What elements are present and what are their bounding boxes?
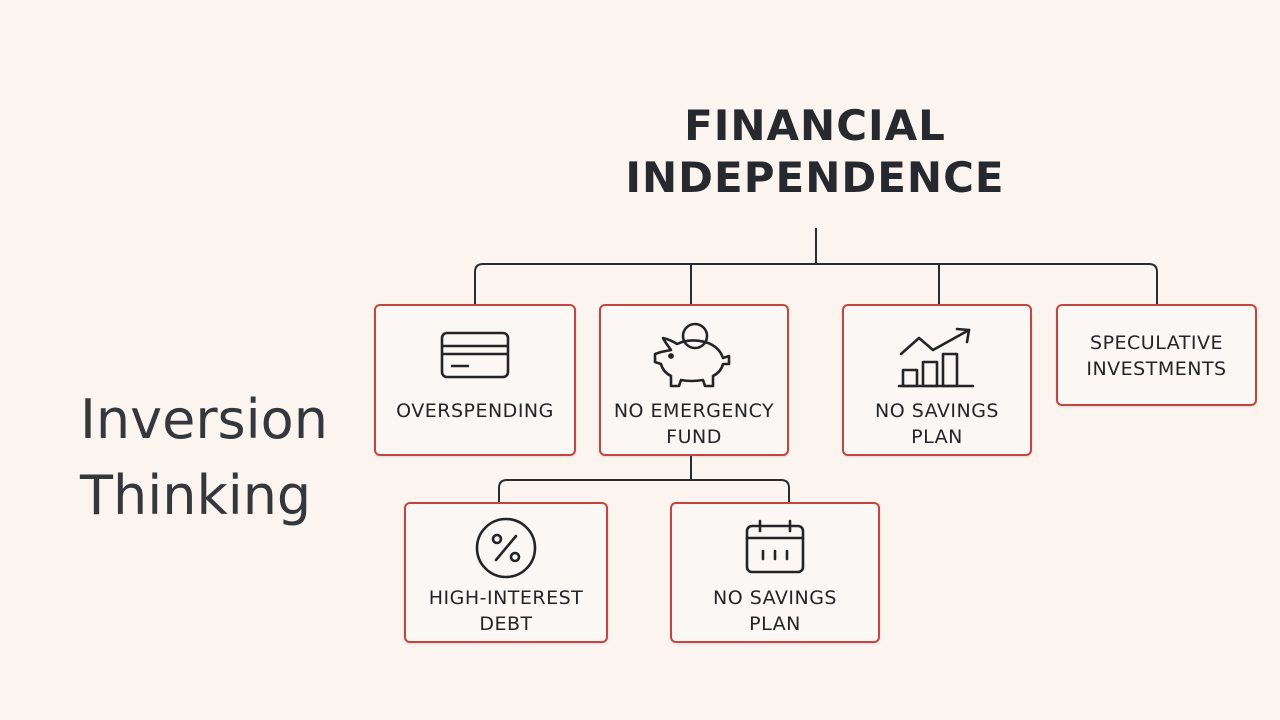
node-no-savings-plan-bottom: NO SAVINGS PLAN — [670, 502, 880, 643]
side-title-line1: Inversion — [80, 388, 328, 451]
node-speculative-investments: SPECULATIVE INVESTMENTS — [1056, 304, 1257, 406]
root-node-title: FINANCIAL INDEPENDENCE — [560, 100, 1070, 204]
growth-chart-icon — [897, 327, 975, 388]
top-branch-line — [474, 263, 1158, 304]
node-no-emergency-fund-label: NO EMERGENCY FUND — [601, 398, 787, 450]
label-line1: OVERSPENDING — [396, 400, 554, 422]
node-speculative-investments-label: SPECULATIVE INVESTMENTS — [1058, 330, 1255, 382]
node-no-emergency-fund: NO EMERGENCY FUND — [599, 304, 789, 456]
credit-card-icon — [440, 331, 510, 379]
label-line2: INVESTMENTS — [1086, 358, 1227, 380]
child-branch-line — [498, 479, 790, 502]
side-title: Inversion Thinking — [80, 382, 328, 534]
node-no-savings-plan-top-label: NO SAVINGS PLAN — [844, 398, 1030, 450]
root-title-line2: INDEPENDENCE — [625, 153, 1005, 202]
root-title-line1: FINANCIAL — [684, 101, 946, 150]
label-line1: HIGH-INTEREST — [428, 587, 584, 609]
label-line1: NO SAVINGS — [874, 400, 999, 422]
node-high-interest-debt-label: HIGH-INTEREST DEBT — [406, 585, 606, 637]
label-line2: PLAN — [911, 426, 963, 448]
node-overspending: OVERSPENDING — [374, 304, 576, 456]
node-overspending-label: OVERSPENDING — [376, 398, 574, 424]
piggy-bank-icon — [653, 322, 731, 388]
label-line1: SPECULATIVE — [1090, 332, 1223, 354]
calendar-icon — [745, 519, 805, 574]
label-line1: NO SAVINGS — [712, 587, 837, 609]
percent-icon — [475, 517, 537, 579]
label-line1: NO EMERGENCY — [613, 400, 775, 422]
label-line2: DEBT — [479, 613, 533, 635]
node-no-savings-plan-top: NO SAVINGS PLAN — [842, 304, 1032, 456]
node-no-savings-plan-bottom-label: NO SAVINGS PLAN — [672, 585, 878, 637]
node-high-interest-debt: HIGH-INTEREST DEBT — [404, 502, 608, 643]
side-title-line2: Thinking — [80, 464, 312, 527]
label-line2: PLAN — [749, 613, 801, 635]
label-line2: FUND — [666, 426, 722, 448]
